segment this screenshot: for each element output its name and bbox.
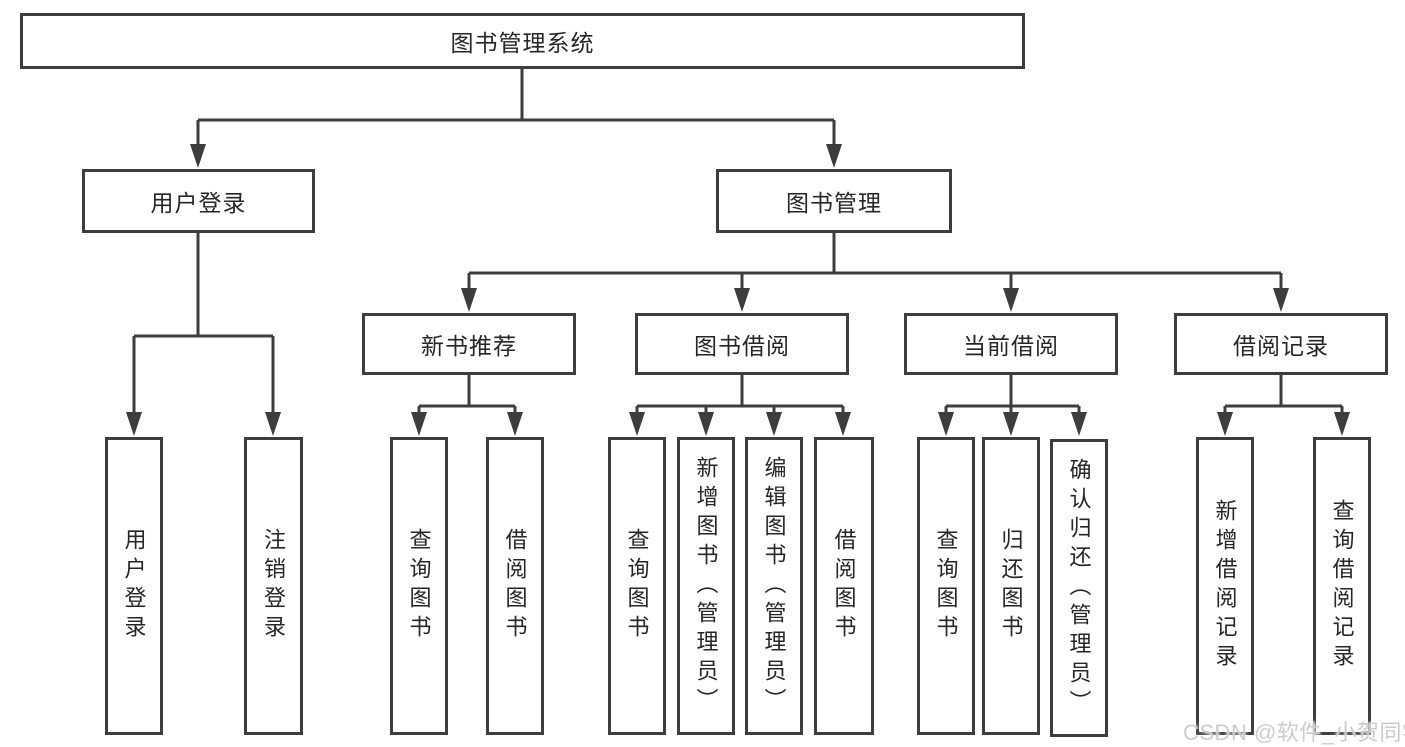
leaf-add-borrow-record-label: 新增借阅记录 [1212, 499, 1238, 673]
leaf-query-books-recommend: 查询图书 [390, 437, 448, 735]
csdn-watermark: CSDN @软件_小贺同学 [1183, 720, 1405, 745]
leaf-confirm-return-admin: 确认归还（管理员） [1050, 439, 1108, 737]
leaf-query-books-borrowing: 查询图书 [608, 437, 666, 735]
leaf-return-books-label: 归还图书 [998, 528, 1024, 644]
node-current-borrowing: 当前借阅 [904, 313, 1118, 375]
leaf-borrow-books-recommend-label: 借阅图书 [502, 528, 528, 644]
leaf-query-books-borrowing-label: 查询图书 [624, 528, 650, 644]
leaf-query-books-current-label: 查询图书 [933, 528, 959, 644]
node-library-system: 图书管理系统 [20, 13, 1025, 69]
leaf-logout: 注销登录 [244, 437, 303, 735]
leaf-edit-books-admin-label: 编辑图书（管理员） [761, 455, 787, 717]
leaf-add-borrow-record: 新增借阅记录 [1196, 437, 1254, 735]
leaf-return-books: 归还图书 [982, 437, 1040, 735]
leaf-query-borrow-record-label: 查询借阅记录 [1329, 499, 1355, 673]
leaf-edit-books-admin: 编辑图书（管理员） [745, 437, 803, 735]
leaf-add-books-admin-label: 新增图书（管理员） [693, 455, 719, 717]
node-new-book-recommendation: 新书推荐 [362, 313, 576, 375]
leaf-borrow-books-borrowing: 借阅图书 [814, 437, 874, 735]
leaf-borrow-books-recommend: 借阅图书 [486, 437, 544, 735]
leaf-query-borrow-record: 查询借阅记录 [1313, 437, 1371, 735]
leaf-add-books-admin: 新增图书（管理员） [677, 437, 735, 735]
leaf-confirm-return-admin-label: 确认归还（管理员） [1066, 457, 1092, 719]
leaf-query-books-current: 查询图书 [917, 437, 975, 735]
leaf-logout-label: 注销登录 [261, 528, 287, 644]
leaf-user-login-label: 用户登录 [121, 528, 147, 644]
leaf-query-books-recommend-label: 查询图书 [406, 528, 432, 644]
node-borrowing-records: 借阅记录 [1174, 313, 1388, 375]
node-book-borrowing: 图书借阅 [635, 313, 849, 375]
leaf-borrow-books-borrowing-label: 借阅图书 [831, 528, 857, 644]
node-user-login: 用户登录 [82, 169, 315, 233]
leaf-user-login: 用户登录 [105, 437, 163, 735]
node-book-management: 图书管理 [716, 169, 952, 233]
